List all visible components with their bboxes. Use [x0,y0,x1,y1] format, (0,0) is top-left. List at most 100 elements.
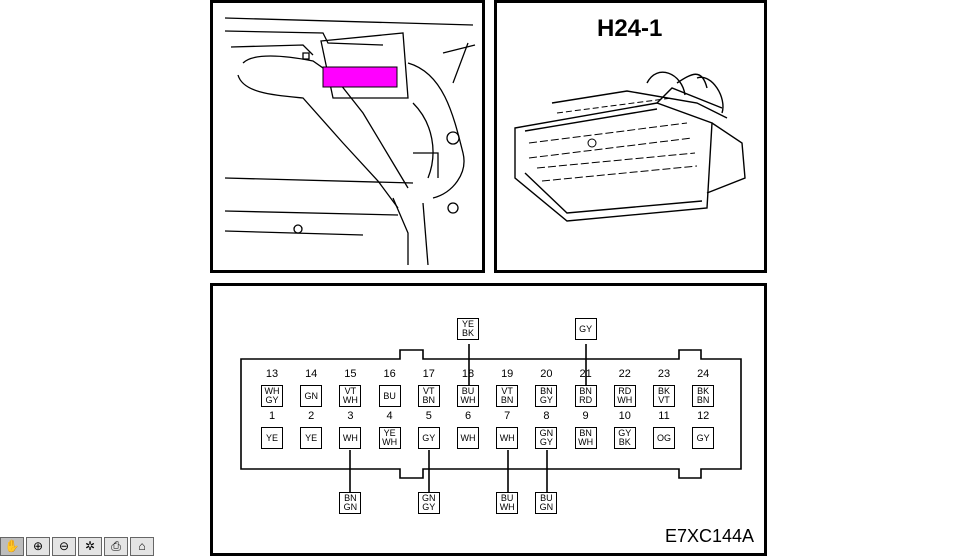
select-icon[interactable]: ✲ [78,537,102,556]
wire-stripe: WH [382,437,398,447]
pin-3-color: WH [339,427,362,449]
wire-stripe: BN [696,395,710,405]
connector-outline [240,344,742,494]
wire-stripe: GY [422,502,436,512]
pin-2-color: YE [300,427,323,449]
connector-highlight [322,66,398,88]
connector-view: H24-1 [494,0,767,273]
zoom-out-icon[interactable]: ⊖ [52,537,76,556]
pin-1-color: YE [261,427,283,449]
pin-number: 11 [658,410,670,422]
pin-number: 14 [305,368,318,380]
pin-number: 13 [265,368,279,380]
wire-stripe: GY [539,395,553,405]
pin-number: 10 [618,410,631,422]
connector-drawing [514,71,746,222]
pin-number: 15 [344,368,357,380]
wire-color: YE [265,432,278,443]
pin-number: 12 [697,410,710,422]
wire-color: BU [383,390,396,401]
wire-color: BK [697,386,710,396]
wire-color: BU [540,493,553,503]
wire-color: RD [618,386,632,396]
pin-12-color: GY [692,427,715,449]
wire-color: BU [461,386,475,396]
wire-stripe: WH [499,502,515,512]
pin-number: 17 [422,368,435,380]
wire-color: WH [460,432,476,443]
pin-5-color: GY [417,427,440,449]
pin-number: 18 [461,368,475,380]
home-icon[interactable]: ⌂ [130,537,154,556]
wire-color: GY [422,432,436,443]
wire-stripe: GY [265,395,279,405]
wire-stripe: WH [342,395,358,405]
wire-color: WH [264,386,280,396]
wire-stripe: BN [422,395,436,405]
wire-stripe: RD [579,395,593,405]
pin-14-color: GN [300,385,323,407]
wire-stripe: WH [578,437,594,447]
viewer-toolbar: ✋ ⊕ ⊖ ✲ ⎙ ⌂ [0,537,156,556]
pin-number: 1 [268,410,276,422]
wire-color: YE [383,428,396,438]
wire-color: GY [696,432,710,443]
wire-color: BN [344,493,357,503]
pin-number: 7 [504,410,511,422]
wire-stripe: GY [539,437,553,447]
pin-number: 5 [425,410,432,422]
hand-icon[interactable]: ✋ [0,537,24,556]
wire-color: BU [500,493,514,503]
pin-number: 4 [386,410,393,422]
pin-16-color: BU [378,385,401,407]
wire-color: VT [344,386,357,396]
wire-stripe: GN [343,502,358,512]
pin-number: 16 [383,368,396,380]
pin-number: 20 [540,368,553,380]
pin-6-color: WH [457,427,479,449]
pin-11-color: OG [653,427,675,449]
wire-stripe: BN [500,395,514,405]
wire-color: GN [539,428,554,438]
pin-7-color: WH [496,427,519,449]
connector-title: H24-1 [597,15,663,42]
pin-number: 3 [347,410,354,422]
pin-number: 19 [501,368,514,380]
figure-code: E7XC144A [664,526,754,546]
wire-color: WH [342,432,358,443]
pin-number: 2 [308,410,315,422]
print-icon[interactable]: ⎙ [104,537,128,556]
pin-number: 23 [657,368,671,380]
wire-stripe: BK [461,328,474,338]
pin-number: 8 [543,410,550,422]
pin-number: 24 [697,368,710,380]
wire-stripe: BK [618,437,631,447]
zoom-in-icon[interactable]: ⊕ [26,537,50,556]
pin-number: 9 [582,410,589,422]
wire-color: WH [499,432,515,443]
location-illustration [210,0,485,273]
wire-color: YE [461,319,474,329]
wire-stripe: WH [460,395,476,405]
pin-number: 21 [579,368,592,380]
pin-number: 6 [464,410,472,422]
pin-number: 22 [618,368,631,380]
wire-stripe: WH [617,395,633,405]
pin-21-wire-extra: GY [574,318,597,340]
